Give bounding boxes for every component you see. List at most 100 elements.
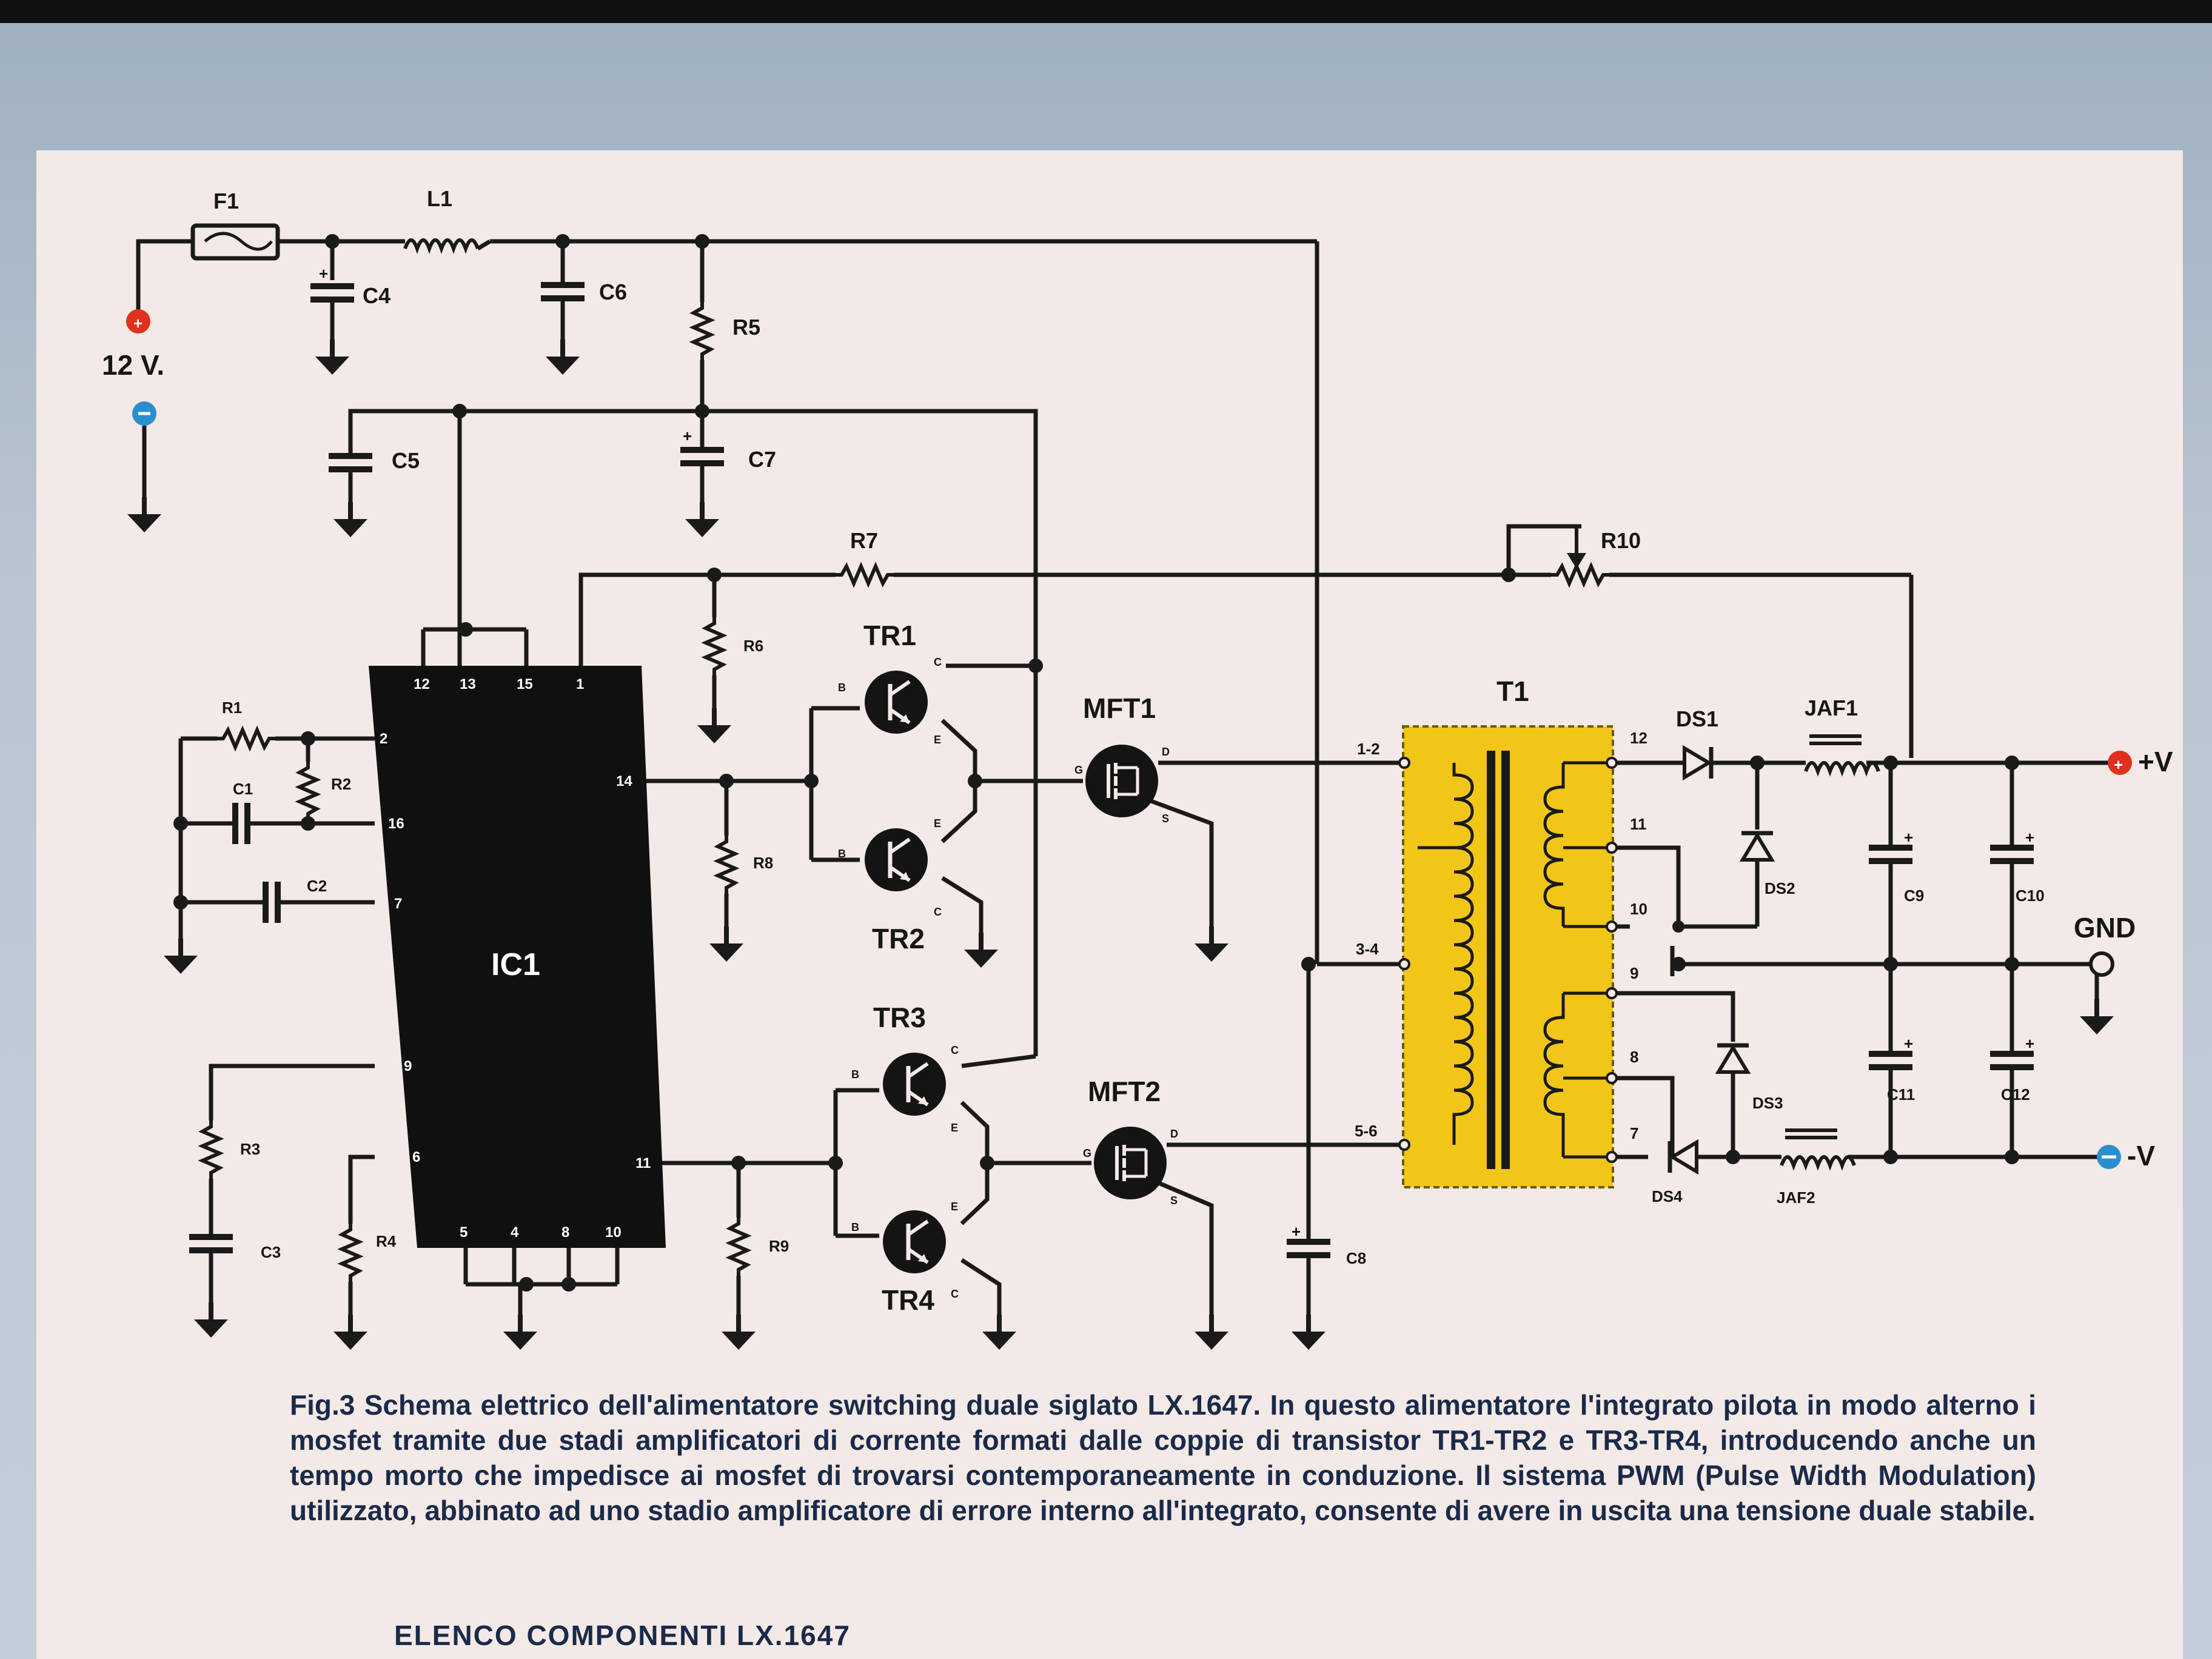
mft2-pin-d: D	[1170, 1128, 1178, 1140]
output-gnd-label: GND	[2074, 912, 2136, 943]
ic1-pin-14: 14	[616, 773, 632, 789]
ic1-pin-8: 8	[561, 1224, 569, 1241]
label-r10: R10	[1601, 528, 1641, 553]
svg-text:+: +	[1904, 828, 1913, 846]
output-negative-label: -V	[2127, 1140, 2155, 1171]
capacitor-c11	[1869, 1054, 1912, 1067]
tr4-pin-b: B	[851, 1221, 859, 1233]
resistor-r1	[217, 730, 275, 747]
tr2-pin-e: E	[934, 817, 941, 830]
mosfet-mft2	[1094, 1127, 1167, 1199]
label-r7: R7	[850, 528, 878, 553]
tr3-pin-b: B	[851, 1068, 859, 1081]
label-c2: C2	[307, 877, 327, 895]
output-gnd-terminal	[2089, 951, 2114, 977]
tr2-pin-c: C	[934, 906, 942, 918]
input-voltage-label: 12 V.	[102, 349, 164, 381]
capacitor-c2	[266, 882, 278, 923]
label-r4: R4	[376, 1232, 397, 1250]
transistor-tr4	[883, 1210, 946, 1273]
diode-ds3	[1715, 1043, 1751, 1074]
ic1-pin-10: 10	[605, 1224, 622, 1241]
mosfet-mft1	[1085, 745, 1158, 817]
label-c7: C7	[748, 447, 776, 472]
resistor-r4	[342, 1224, 359, 1282]
ic1-chip: IC1 12 13 15 1 2 16 7 14 9 6 11 5 4 8 10	[369, 666, 666, 1248]
inductor-l1	[405, 240, 478, 249]
diode-ds2	[1739, 831, 1775, 862]
capacitor-c6	[541, 285, 585, 298]
figure-caption: Fig.3 Schema elettrico dell'alimentatore…	[290, 1389, 2036, 1526]
label-r6: R6	[743, 637, 763, 655]
svg-text:+: +	[319, 264, 328, 283]
label-r3: R3	[240, 1140, 260, 1158]
tr1-pin-b: B	[838, 682, 846, 694]
ic1-pin-9: 9	[404, 1058, 412, 1074]
choke-jaf2	[1781, 1128, 1854, 1165]
label-ic1: IC1	[491, 947, 540, 982]
resistor-r8	[718, 836, 735, 894]
t1-pin-12: 12	[1630, 729, 1647, 747]
ic1-pin-11: 11	[635, 1155, 651, 1171]
label-c3: C3	[261, 1243, 281, 1261]
resistor-r7	[836, 566, 894, 583]
top-dark-band	[0, 0, 2212, 23]
ic1-pin-13: 13	[460, 676, 476, 692]
trimmer-r10	[1551, 566, 1609, 583]
capacitor-c7	[680, 450, 724, 463]
label-c1: C1	[233, 780, 253, 798]
label-l1: L1	[427, 186, 452, 211]
capacitor-c1	[235, 803, 247, 844]
transistor-tr3	[883, 1053, 946, 1116]
label-r5: R5	[732, 315, 760, 340]
capacitor-c8	[1287, 1242, 1330, 1255]
label-t1: T1	[1496, 675, 1529, 707]
components-list-heading: ELENCO COMPONENTI LX.1647	[394, 1620, 851, 1651]
label-c10: C10	[2016, 886, 2045, 905]
input-positive-terminal: +	[126, 309, 150, 333]
svg-text:+: +	[2114, 756, 2123, 774]
t1-pin-11: 11	[1630, 815, 1647, 833]
label-c6: C6	[599, 280, 627, 304]
t1-pin-7: 7	[1630, 1124, 1638, 1142]
resistor-r5	[694, 302, 711, 360]
label-c4: C4	[363, 283, 390, 308]
label-tr3: TR3	[873, 1002, 926, 1033]
ic1-pin-16: 16	[388, 816, 404, 832]
fuse-f1	[190, 223, 280, 261]
label-c9: C9	[1904, 886, 1924, 905]
label-jaf2: JAF2	[1777, 1188, 1815, 1207]
label-ds4: DS4	[1652, 1187, 1683, 1205]
ic1-pin-5: 5	[460, 1224, 468, 1241]
capacitor-c12	[1990, 1054, 2034, 1067]
resistor-r3	[203, 1121, 220, 1179]
label-c11: C11	[1887, 1085, 1915, 1104]
mft2-pin-s: S	[1170, 1195, 1178, 1207]
label-tr2: TR2	[872, 923, 925, 954]
label-mft2: MFT2	[1088, 1076, 1161, 1107]
ic1-pin-1: 1	[576, 676, 584, 692]
resistor-r9	[730, 1218, 747, 1276]
mft1-pin-d: D	[1162, 746, 1170, 758]
tr1-pin-c: C	[934, 656, 942, 668]
transistor-tr1	[865, 671, 928, 734]
label-tr1: TR1	[863, 620, 916, 651]
label-r9: R9	[769, 1237, 789, 1255]
tr4-pin-e: E	[951, 1201, 958, 1213]
ic1-pin-15: 15	[517, 676, 533, 692]
ic1-pin-12: 12	[414, 676, 430, 692]
capacitor-c9	[1869, 848, 1912, 861]
label-mft1: MFT1	[1083, 692, 1156, 724]
svg-text:+: +	[683, 427, 692, 445]
svg-text:+: +	[2025, 828, 2034, 846]
t1-pin-8: 8	[1630, 1048, 1638, 1066]
resistor-r2	[300, 762, 317, 820]
resistor-r6	[706, 617, 723, 675]
label-c8: C8	[1346, 1249, 1366, 1267]
transistor-tr2	[865, 828, 928, 891]
label-tr4: TR4	[882, 1284, 934, 1316]
output-negative-terminal	[2097, 1145, 2121, 1169]
diode-ds4	[1667, 1139, 1698, 1175]
capacitor-c5	[329, 456, 372, 469]
